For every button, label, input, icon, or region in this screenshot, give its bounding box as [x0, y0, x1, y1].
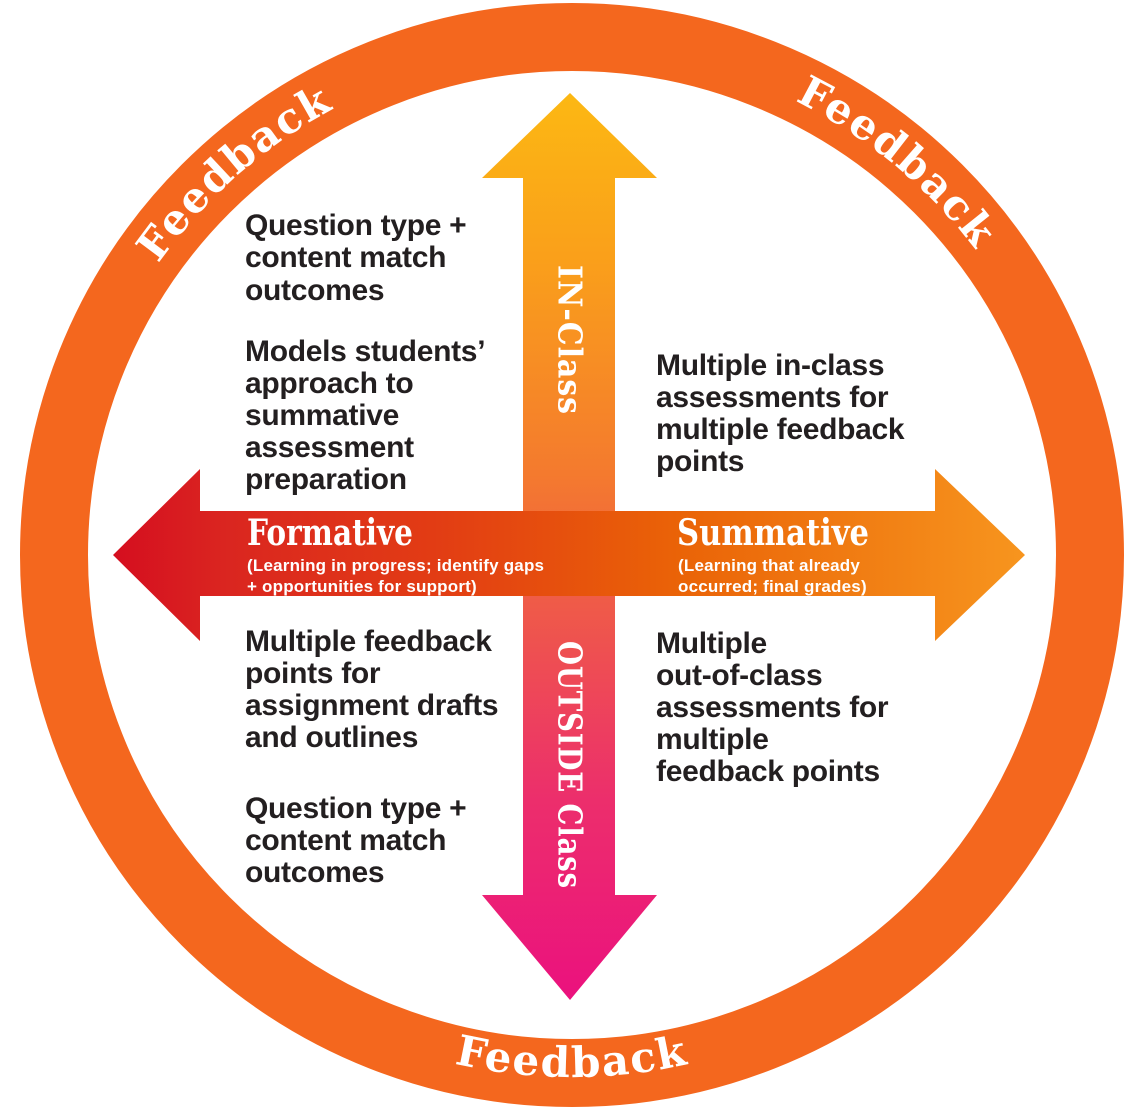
quadrant-text-line: Multiple in-class	[656, 349, 884, 382]
horizontal-axis-arrow	[113, 469, 1025, 641]
ring-label-top-right-text: Feedback	[790, 66, 1005, 257]
quadrant-top-right: Multiple in-class assessments for multip…	[656, 349, 905, 478]
quadrant-text-line: points for	[245, 657, 381, 690]
ring-label-bottom-text: Feedback	[452, 1026, 690, 1088]
formative-axis-subtitle-line2: + opportunities for support)	[247, 577, 477, 596]
quadrant-text-line: approach to	[245, 367, 413, 400]
quadrant-text-line: Multiple	[656, 627, 767, 660]
quadrant-text-line: and outlines	[245, 721, 418, 754]
summative-axis-subtitle-line2: occurred; final grades)	[678, 577, 867, 596]
formative-axis-subtitle-line1: (Learning in progress; identify gaps	[247, 556, 544, 575]
quadrant-text-line: Models students’	[245, 335, 485, 368]
in-class-axis-label: IN-Class	[551, 265, 590, 415]
quadrant-text-line: assessments for	[656, 691, 889, 724]
quadrant-text-line: multiple feedback	[656, 413, 905, 446]
ring-label-top-right: Feedback	[790, 66, 1007, 257]
summative-axis-label: Summative	[677, 512, 869, 554]
ring-label-bottom: Feedback	[452, 1026, 692, 1088]
quadrant-bottom-left: Multiple feedback points for assignment …	[245, 625, 499, 889]
formative-axis-label-group: Formative (Learning in progress; identif…	[247, 512, 544, 596]
quadrant-text-line: summative	[245, 399, 399, 432]
quadrant-text-line: assessments for	[656, 381, 889, 414]
summative-axis-subtitle-line1: (Learning that already	[678, 556, 860, 575]
quadrant-text-line: assignment drafts	[245, 689, 498, 722]
quadrant-text-line: Question type +	[245, 209, 466, 242]
quadrant-text-line: out-of-class	[656, 659, 822, 692]
summative-axis-label-group: Summative (Learning that already occurre…	[677, 512, 869, 596]
quadrant-text-line: outcomes	[245, 856, 384, 889]
formative-axis-label: Formative	[247, 512, 413, 554]
quadrant-text-line: preparation	[245, 463, 407, 496]
quadrant-text-line: content match	[245, 241, 446, 274]
quadrant-text-line: Question type +	[245, 792, 466, 825]
quadrant-text-line: content match	[245, 824, 446, 857]
feedback-ring	[20, 3, 1124, 1107]
quadrant-text-line: outcomes	[245, 274, 384, 307]
quadrant-text-line: Multiple feedback	[245, 625, 492, 658]
outside-class-axis-label: OUTSIDE Class	[551, 641, 590, 889]
quadrant-text-line: feedback points	[656, 755, 880, 788]
quadrant-text-line: points	[656, 445, 744, 478]
quadrant-text-line: multiple	[656, 723, 769, 756]
quadrant-text-line: assessment	[245, 431, 414, 464]
quadrant-bottom-right: Multiple out-of-class assessments for mu…	[656, 627, 889, 788]
quadrant-top-left: Question type + content match outcomes M…	[245, 209, 486, 496]
